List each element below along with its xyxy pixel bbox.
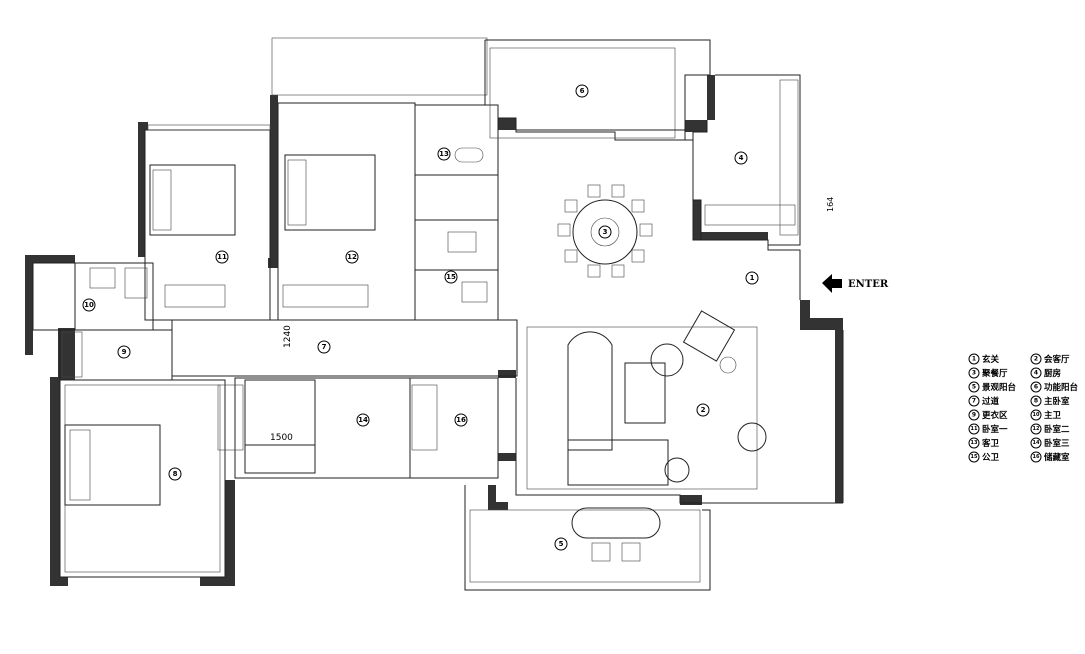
room-marker-4: 4: [734, 151, 748, 165]
sofa: [567, 331, 613, 451]
svg-text:卧室一: 卧室一: [982, 424, 1008, 435]
furniture: [61, 147, 767, 562]
svg-text:8: 8: [1034, 398, 1038, 405]
svg-text:卧室二: 卧室二: [1044, 424, 1070, 435]
svg-text:15: 15: [446, 273, 456, 281]
door-width-dim: 164: [826, 197, 835, 212]
svg-text:功能阳台: 功能阳台: [1044, 382, 1079, 393]
svg-text:9: 9: [972, 412, 976, 419]
svg-text:9: 9: [122, 348, 127, 356]
bed-11: [149, 164, 236, 236]
legend-item-9: 9 更衣区: [968, 409, 1008, 421]
svg-text:4: 4: [739, 154, 744, 162]
svg-text:16: 16: [456, 416, 466, 424]
room-marker-14: 14: [356, 413, 370, 427]
room-marker-9: 9: [117, 345, 131, 359]
bed-12: [284, 154, 376, 231]
svg-text:11: 11: [217, 253, 227, 261]
master-bed: [64, 424, 161, 506]
legend-item-11: 11 卧室一: [968, 423, 1008, 435]
legend-item-7: 7 过道: [968, 395, 1000, 407]
dining-table: [572, 199, 638, 265]
bay-width-dim: 1500: [270, 433, 293, 443]
svg-text:12: 12: [347, 253, 357, 261]
room-marker-7: 7: [317, 340, 331, 354]
svg-text:3: 3: [603, 228, 608, 236]
room-marker-13: 13: [437, 147, 451, 161]
room-marker-2: 2: [696, 403, 710, 417]
svg-text:15: 15: [971, 454, 978, 460]
legend: 1 玄关 2 会客厅 3 聚餐厅 4 厨房 5 景观阳台 6 功能阳台 7 过道 8 主卧室 9…: [968, 353, 1079, 463]
svg-text:卧室三: 卧室三: [1044, 438, 1070, 449]
svg-text:8: 8: [173, 470, 178, 478]
svg-text:1: 1: [750, 274, 755, 282]
svg-text:2: 2: [1034, 356, 1038, 363]
svg-text:客卫: 客卫: [981, 438, 1000, 449]
svg-text:7: 7: [322, 343, 327, 351]
svg-text:公卫: 公卫: [982, 453, 1000, 463]
svg-text:景观阳台: 景观阳台: [982, 382, 1017, 393]
svg-text:5: 5: [972, 384, 976, 391]
entrance-marker: ENTER: [822, 274, 889, 293]
room-marker-12: 12: [345, 250, 359, 264]
svg-text:会客厅: 会客厅: [1043, 354, 1070, 365]
legend-item-8: 8 主卧室: [1030, 395, 1070, 407]
svg-text:更衣区: 更衣区: [982, 410, 1008, 421]
svg-text:11: 11: [971, 426, 978, 432]
legend-item-5: 5 景观阳台: [968, 381, 1017, 393]
svg-text:厨房: 厨房: [1044, 368, 1061, 379]
svg-text:7: 7: [972, 398, 976, 405]
legend-item-15: 15 公卫: [968, 451, 1000, 463]
legend-item-1: 1 玄关: [968, 353, 1000, 365]
legend-item-6: 6 功能阳台: [1030, 381, 1079, 393]
svg-text:6: 6: [1034, 384, 1038, 391]
room-markers: 1 2 3 4 5 6 7 8 9 10 11 12 13 14 15 16: [82, 84, 759, 551]
room-marker-8: 8: [168, 467, 182, 481]
svg-text:10: 10: [1033, 412, 1040, 418]
svg-text:2: 2: [701, 406, 706, 414]
svg-text:玄关: 玄关: [982, 354, 1000, 365]
svg-text:过道: 过道: [982, 396, 1000, 407]
dimension-annotations: 1240 1500 164: [270, 197, 835, 443]
svg-text:12: 12: [1033, 426, 1040, 432]
svg-text:10: 10: [84, 301, 94, 309]
room-marker-15: 15: [444, 270, 458, 284]
interior-walls: [32, 37, 844, 591]
svg-text:14: 14: [1033, 440, 1040, 446]
svg-text:储藏室: 储藏室: [1043, 452, 1070, 463]
enter-arrow-icon: [822, 274, 842, 293]
svg-text:5: 5: [559, 540, 564, 548]
room-marker-11: 11: [215, 250, 229, 264]
legend-item-3: 3 聚餐厅: [968, 367, 1008, 379]
svg-text:14: 14: [358, 416, 368, 424]
corridor-width-dim: 1240: [283, 325, 293, 348]
room-marker-6: 6: [575, 84, 589, 98]
svg-text:1: 1: [972, 356, 976, 363]
svg-text:13: 13: [439, 150, 449, 158]
room-marker-16: 16: [454, 413, 468, 427]
svg-text:主卧室: 主卧室: [1044, 396, 1070, 407]
legend-item-12: 12 卧室二: [1030, 423, 1070, 435]
svg-text:主卫: 主卫: [1044, 410, 1062, 421]
legend-item-10: 10 主卫: [1030, 409, 1062, 421]
room-marker-3: 3: [598, 225, 612, 239]
svg-text:聚餐厅: 聚餐厅: [981, 368, 1008, 379]
enter-label: ENTER: [848, 279, 889, 290]
room-marker-1: 1: [745, 271, 759, 285]
legend-item-2: 2 会客厅: [1030, 353, 1070, 365]
exterior-walls: [25, 75, 843, 586]
svg-text:16: 16: [1033, 454, 1040, 460]
room-marker-5: 5: [554, 537, 568, 551]
svg-text:13: 13: [971, 440, 978, 446]
svg-text:4: 4: [1034, 370, 1038, 377]
legend-item-14: 14 卧室三: [1030, 437, 1070, 449]
legend-item-4: 4 厨房: [1030, 367, 1061, 379]
svg-text:3: 3: [972, 370, 976, 377]
room-marker-10: 10: [82, 298, 96, 312]
svg-text:6: 6: [580, 87, 585, 95]
